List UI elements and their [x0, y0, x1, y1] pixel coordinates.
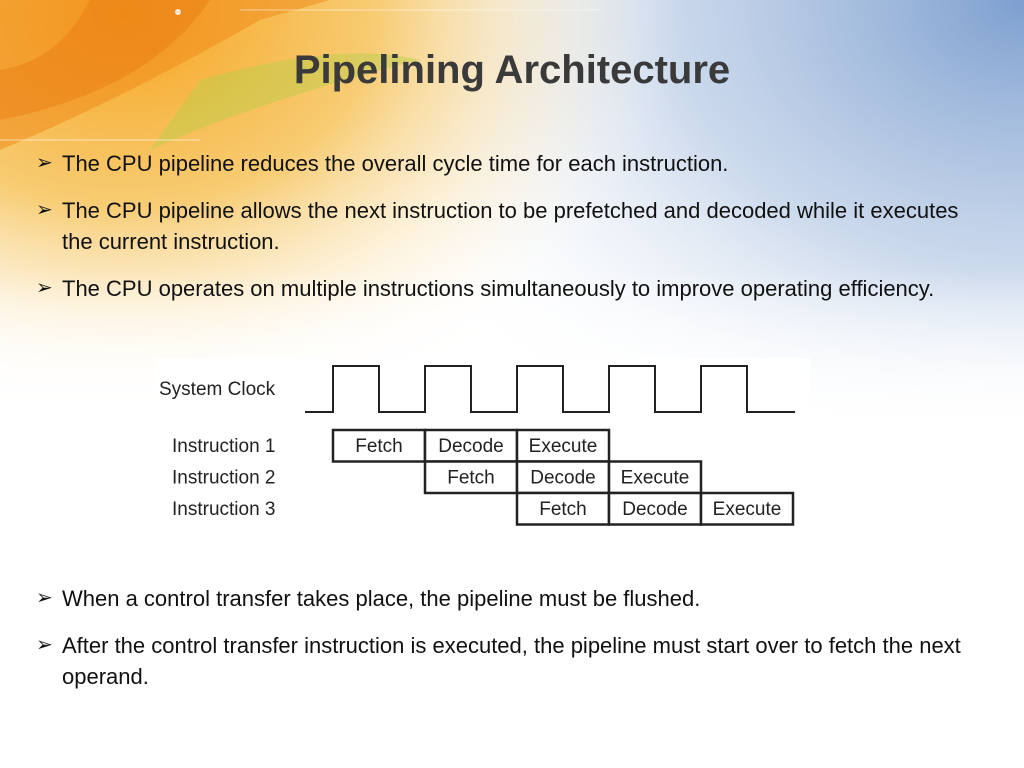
instruction-label: Instruction 2 — [172, 468, 276, 489]
instruction-label: Instruction 1 — [172, 436, 276, 457]
bullet-text: When a control transfer takes place, the… — [62, 586, 701, 611]
arrow-bullet-icon: ➢ — [36, 152, 53, 174]
stage-label: Decode — [438, 436, 504, 457]
bullet-text: After the control transfer instruction i… — [62, 633, 961, 689]
arrow-bullet-icon: ➢ — [36, 634, 53, 656]
bullet-list-bottom: ➢ When a control transfer takes place, t… — [36, 583, 986, 708]
bullet-item: ➢ When a control transfer takes place, t… — [36, 583, 986, 614]
stage-label: Decode — [622, 499, 688, 520]
bullet-list-top: ➢ The CPU pipeline reduces the overall c… — [36, 148, 986, 320]
bullet-item: ➢ The CPU operates on multiple instructi… — [36, 273, 986, 304]
stage-cell — [423, 460, 519, 495]
stage-label: Fetch — [355, 436, 403, 457]
bullet-text: The CPU pipeline reduces the overall cyc… — [62, 151, 729, 176]
bullet-item: ➢ The CPU pipeline reduces the overall c… — [36, 148, 986, 179]
stage-label: Fetch — [447, 468, 495, 489]
stage-cell — [607, 491, 703, 526]
bullet-text: The CPU operates on multiple instruction… — [62, 276, 935, 301]
stage-label: Execute — [529, 436, 598, 457]
stage-label: Decode — [530, 468, 596, 489]
instruction-label: Instruction 3 — [172, 499, 276, 520]
clock-waveform — [305, 365, 795, 413]
bullet-item: ➢ The CPU pipeline allows the next instr… — [36, 195, 986, 257]
arrow-bullet-icon: ➢ — [36, 199, 53, 221]
bullet-item: ➢ After the control transfer instruction… — [36, 630, 986, 692]
bullet-text: The CPU pipeline allows the next instruc… — [62, 198, 959, 254]
stage-label: Execute — [713, 499, 782, 520]
clock-label: System Clock — [159, 379, 276, 400]
stage-cell — [607, 460, 703, 495]
slide-title: Pipelining Architecture — [293, 48, 731, 92]
stage-label: Execute — [621, 468, 690, 489]
stage-label: Fetch — [539, 499, 587, 520]
arrow-bullet-icon: ➢ — [36, 277, 53, 299]
stage-cell — [699, 491, 795, 526]
stage-cell — [515, 428, 611, 463]
arrow-bullet-icon: ➢ — [36, 587, 53, 609]
stage-cell — [423, 428, 519, 463]
